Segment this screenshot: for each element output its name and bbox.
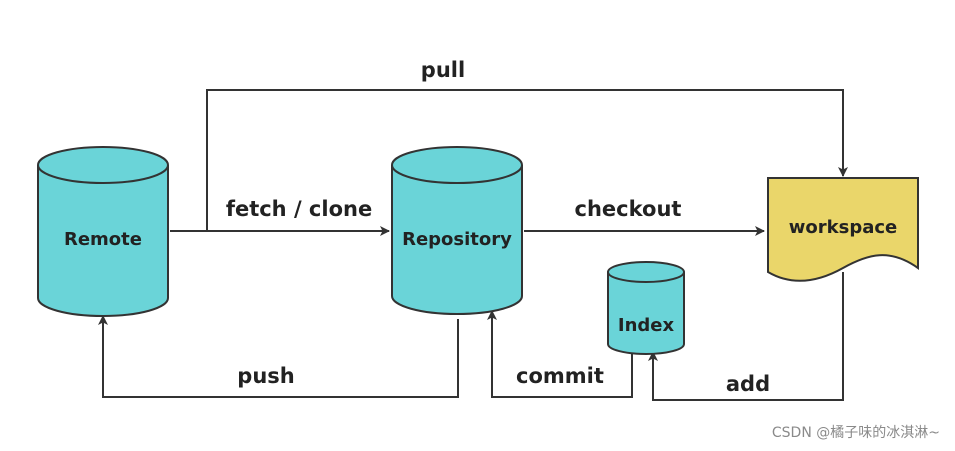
watermark: CSDN @橘子味的冰淇淋~ <box>772 425 940 441</box>
fetch-clone-label: fetch / clone <box>226 197 372 221</box>
repository-cylinder-rim <box>391 164 523 184</box>
workspace-node: workspace <box>767 177 919 282</box>
index-cylinder-body <box>607 261 685 355</box>
remote-cylinder-body <box>37 146 169 317</box>
repository-cylinder-body <box>391 146 523 315</box>
workspace-document-shape <box>767 177 919 282</box>
remote-node: Remote <box>37 146 169 317</box>
add-line <box>648 272 844 401</box>
push-label: push <box>237 364 294 388</box>
pull-label: pull <box>421 58 465 82</box>
index-node: Index <box>607 261 685 355</box>
remote-label: Remote <box>64 229 142 250</box>
index-label: Index <box>618 315 675 336</box>
commit-line <box>487 310 633 398</box>
index-cylinder-rim <box>607 271 685 283</box>
remote-cylinder-rim <box>37 164 169 184</box>
repository-node: Repository <box>391 146 523 315</box>
repository-label: Repository <box>402 229 512 250</box>
push-line <box>98 315 459 398</box>
pull-line <box>206 89 848 231</box>
commit-label: commit <box>516 364 604 388</box>
workspace-label: workspace <box>789 217 897 238</box>
checkout-label: checkout <box>575 197 682 221</box>
add-label: add <box>726 372 770 396</box>
